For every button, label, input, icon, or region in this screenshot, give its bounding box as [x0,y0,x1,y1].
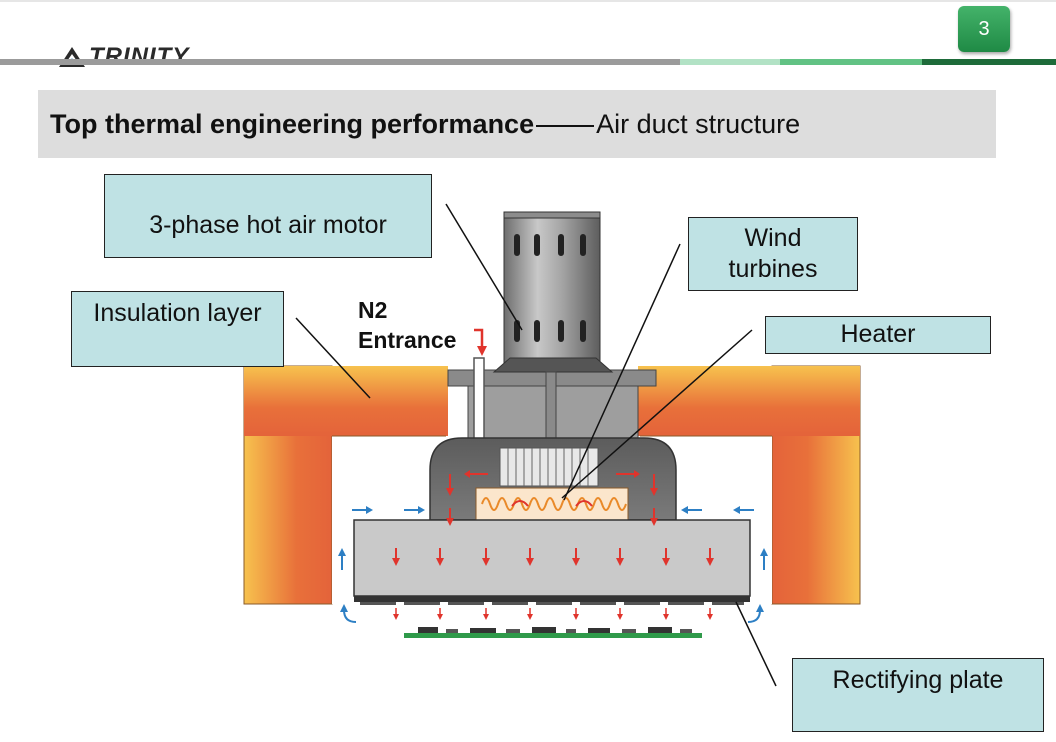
callout-rectifying-plate-text: Rectifying plate [832,666,1004,694]
heater-coil [475,487,629,521]
top-border [0,0,1056,2]
callout-insulation: Insulation layer [71,291,284,367]
callout-motor-text: 3-phase hot air motor [149,211,387,240]
title-regular: Air duct structure [596,108,801,139]
callout-wind-turbines-text: Wind turbines [728,223,818,283]
title-dash [536,125,595,127]
callout-wind-turbines: Wind turbines [688,217,858,291]
callout-rectifying-plate: Rectifying plate [792,658,1044,732]
header-bar-gray [0,59,680,65]
n2-label-line2: Entrance [358,326,457,353]
callout-insulation-text: Insulation layer [93,299,262,327]
header-bar-dark-green [922,59,1056,65]
title-bold: Top thermal engineering performance [50,108,535,139]
page-number: 3 [978,17,990,40]
pcb-board [404,627,702,638]
callout-heater-text: Heater [840,320,916,349]
header-bar-green [780,59,922,65]
callout-heater: Heater [765,316,991,354]
page-number-badge: 3 [958,6,1010,52]
distribution-plate [353,519,751,597]
callout-motor: 3-phase hot air motor [104,174,432,258]
rectifying-plate [354,596,750,605]
n2-label-line1: N2 [358,297,388,323]
hot-airflow-arrows [392,328,714,620]
wind-turbine [499,447,599,487]
header-bar-light-green [680,59,780,65]
motor [492,211,614,453]
title-bar: Top thermal engineering performance Air … [38,90,996,158]
leader-lines [295,203,777,687]
logo-text: TRINITY [89,43,190,70]
return-airflow-arrows [338,506,768,623]
n2-entrance-label: N2 Entrance [358,296,456,356]
